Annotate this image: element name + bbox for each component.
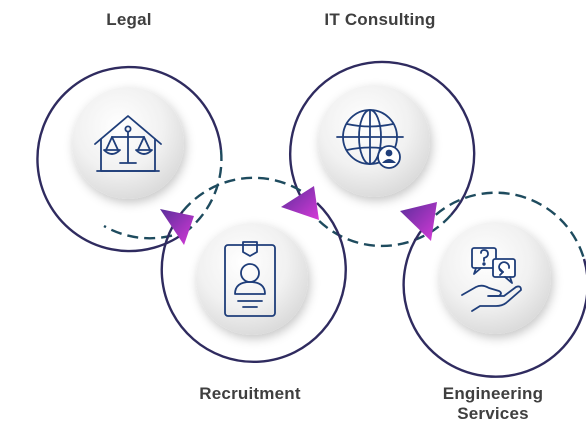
- service-node-engineering-services: [402, 191, 586, 378]
- legal-solid-ring: [36, 65, 223, 253]
- connector-arrow-legal-to-recruitment: [160, 209, 194, 245]
- legal-house-scales-icon: [94, 115, 162, 172]
- label-recruitment: Recruitment: [199, 384, 301, 403]
- label-engineering-line-1: Engineering: [442, 384, 544, 403]
- connector-arrow-recruitment-to-it: [281, 186, 319, 220]
- label-legal: Legal: [106, 10, 152, 29]
- label-it-consulting: IT Consulting: [324, 10, 436, 29]
- label-engineering-line-2: Services: [457, 404, 529, 423]
- label-engineering-services: Engineering Services: [413, 384, 573, 424]
- legal-dashed-arc: [187, 149, 223, 231]
- rec-solid-ring: [160, 202, 347, 363]
- eng-disc: [439, 222, 551, 334]
- it-solid-ring: [289, 60, 476, 216]
- rec-dashed-arc: [182, 176, 318, 212]
- it-disc: [318, 85, 430, 197]
- eng-dashed-arc: [423, 191, 586, 260]
- service-node-it-consulting: [289, 60, 476, 248]
- globe-user-icon: [336, 109, 404, 169]
- rec-disc: [196, 223, 308, 335]
- eng-solid-ring: [402, 226, 586, 378]
- service-node-recruitment: [160, 176, 347, 363]
- service-node-legal: [36, 65, 223, 253]
- id-badge-icon: [224, 241, 276, 317]
- it-dashed-arc: [303, 203, 452, 248]
- hand-chat-bubbles-icon: [461, 247, 522, 312]
- connector-arrow-it-to-engineering: [400, 202, 437, 241]
